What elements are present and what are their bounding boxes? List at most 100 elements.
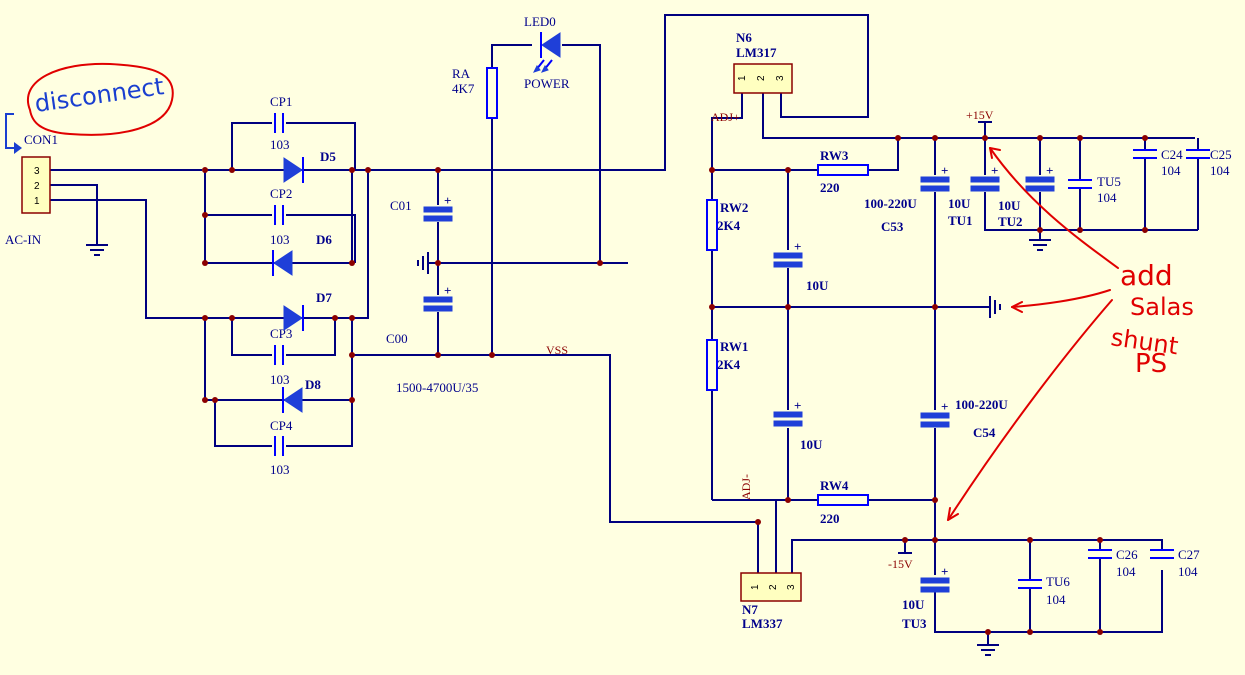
capacitor-c27: C27 104: [1150, 547, 1200, 579]
svg-text:CP2: CP2: [270, 186, 292, 201]
con1-pin-3: 3: [34, 166, 40, 177]
capacitor-c26: C26 104: [1088, 547, 1138, 579]
svg-text:220: 220: [820, 180, 840, 195]
svg-text:N6: N6: [736, 30, 752, 45]
capacitor-cp4: CP4 103: [270, 418, 293, 477]
svg-text:+: +: [444, 283, 451, 298]
svg-text:220: 220: [820, 511, 840, 526]
svg-text:D5: D5: [320, 149, 336, 164]
ground-icon: [977, 644, 999, 656]
capacitor-tu3: + 10U TU3: [902, 564, 950, 631]
resistor-rw3: RW3 220: [817, 148, 869, 195]
svg-text:D7: D7: [316, 290, 332, 305]
svg-text:104: 104: [1210, 163, 1230, 178]
ac-in-label: AC-IN: [5, 232, 42, 247]
svg-text:RW1: RW1: [720, 339, 748, 354]
adj-minus-label: ADJ-: [739, 474, 753, 500]
svg-text:-15V: -15V: [888, 557, 913, 571]
svg-text:+: +: [794, 239, 801, 254]
ground-icon: [86, 244, 108, 256]
svg-text:104: 104: [1116, 564, 1136, 579]
svg-text:LM337: LM337: [742, 616, 783, 631]
capacitor-cp2: CP2 103: [270, 186, 292, 247]
svg-text:C00: C00: [386, 331, 408, 346]
svg-text:+: +: [941, 564, 948, 579]
svg-text:TU5: TU5: [1097, 174, 1121, 189]
ground-icon: [417, 252, 429, 274]
svg-text:TU2: TU2: [998, 214, 1023, 229]
svg-text:N7: N7: [742, 602, 758, 617]
diode-d8: D8: [282, 377, 321, 413]
svg-text:TU6: TU6: [1046, 574, 1070, 589]
svg-text:CP1: CP1: [270, 94, 292, 109]
svg-text:2K4: 2K4: [717, 218, 741, 233]
svg-text:104: 104: [1178, 564, 1198, 579]
svg-text:100-220U: 100-220U: [955, 397, 1008, 412]
svg-text:4K7: 4K7: [452, 81, 475, 96]
svg-text:103: 103: [270, 232, 290, 247]
svg-text:TU3: TU3: [902, 616, 927, 631]
svg-text:+: +: [1046, 163, 1053, 178]
con1-pin-2: 2: [34, 181, 40, 192]
con1-label: CON1: [24, 132, 58, 147]
svg-text:10U: 10U: [800, 437, 823, 452]
connector-con1: 3 2 1 CON1 AC-IN: [5, 132, 58, 247]
con1-pin-1: 1: [34, 196, 40, 207]
svg-text:Salas: Salas: [1130, 293, 1194, 321]
svg-text:C24: C24: [1161, 147, 1183, 162]
capacitor-c54: + 100-220U C54: [920, 397, 1008, 440]
capacitor-c00: + C00: [386, 283, 453, 346]
svg-text:103: 103: [270, 462, 290, 477]
svg-text:RW3: RW3: [820, 148, 849, 163]
svg-text:104: 104: [1097, 190, 1117, 205]
svg-text:POWER: POWER: [524, 76, 570, 91]
resistor-rw2: RW2 2K4: [706, 199, 748, 251]
junctions: [202, 135, 1148, 635]
svg-text:LED0: LED0: [524, 14, 556, 29]
svg-text:RA: RA: [452, 66, 471, 81]
svg-text:3: 3: [775, 75, 786, 81]
capacitor-cp3: CP3 103: [270, 326, 292, 387]
resistor-ra: RA 4K7: [452, 66, 498, 119]
svg-text:C53: C53: [881, 219, 904, 234]
svg-text:10U: 10U: [806, 278, 829, 293]
svg-text:D6: D6: [316, 232, 332, 247]
ground-icon: [989, 296, 1001, 318]
svg-text:+15V: +15V: [966, 108, 994, 122]
svg-text:C27: C27: [1178, 547, 1200, 562]
svg-text:C26: C26: [1116, 547, 1138, 562]
capacitor-c25: C25 104: [1186, 147, 1232, 178]
svg-text:10U: 10U: [902, 597, 925, 612]
svg-text:TU1: TU1: [948, 213, 973, 228]
svg-text:C25: C25: [1210, 147, 1232, 162]
capacitor-cp1: CP1 103: [270, 94, 292, 152]
svg-text:2: 2: [756, 75, 767, 81]
svg-text:add: add: [1120, 259, 1173, 292]
resistor-rw4: RW4 220: [817, 478, 869, 526]
svg-text:+: +: [941, 399, 948, 414]
svg-text:+: +: [991, 163, 998, 178]
svg-text:104: 104: [1161, 163, 1181, 178]
svg-text:LM317: LM317: [736, 45, 777, 60]
svg-text:103: 103: [270, 372, 290, 387]
svg-text:3: 3: [786, 584, 797, 590]
bulk-cap-value: 1500-4700U/35: [396, 380, 478, 395]
capacitor-10u-lower: + 10U: [773, 398, 823, 452]
svg-text:10U: 10U: [998, 198, 1021, 213]
svg-text:RW4: RW4: [820, 478, 849, 493]
svg-text:2K4: 2K4: [717, 357, 741, 372]
svg-text:103: 103: [270, 137, 290, 152]
svg-text:100-220U: 100-220U: [864, 196, 917, 211]
wires: [50, 14, 1199, 645]
capacitor-tu5: TU5 104: [1068, 174, 1121, 205]
diode-d6: D6: [272, 232, 332, 276]
capacitor-c24: C24 104: [1133, 147, 1183, 178]
diode-d5: D5: [283, 149, 336, 183]
regulator-n6: 1 2 3 N6 LM317: [733, 30, 793, 94]
regulator-n7: 1 2 3 N7 LM337: [740, 572, 802, 631]
capacitor-tu2: + 10U TU2: [998, 163, 1055, 229]
svg-text:C01: C01: [390, 198, 412, 213]
ground-icon: [1029, 239, 1051, 251]
led-led0: LED0 POWER: [524, 14, 570, 91]
